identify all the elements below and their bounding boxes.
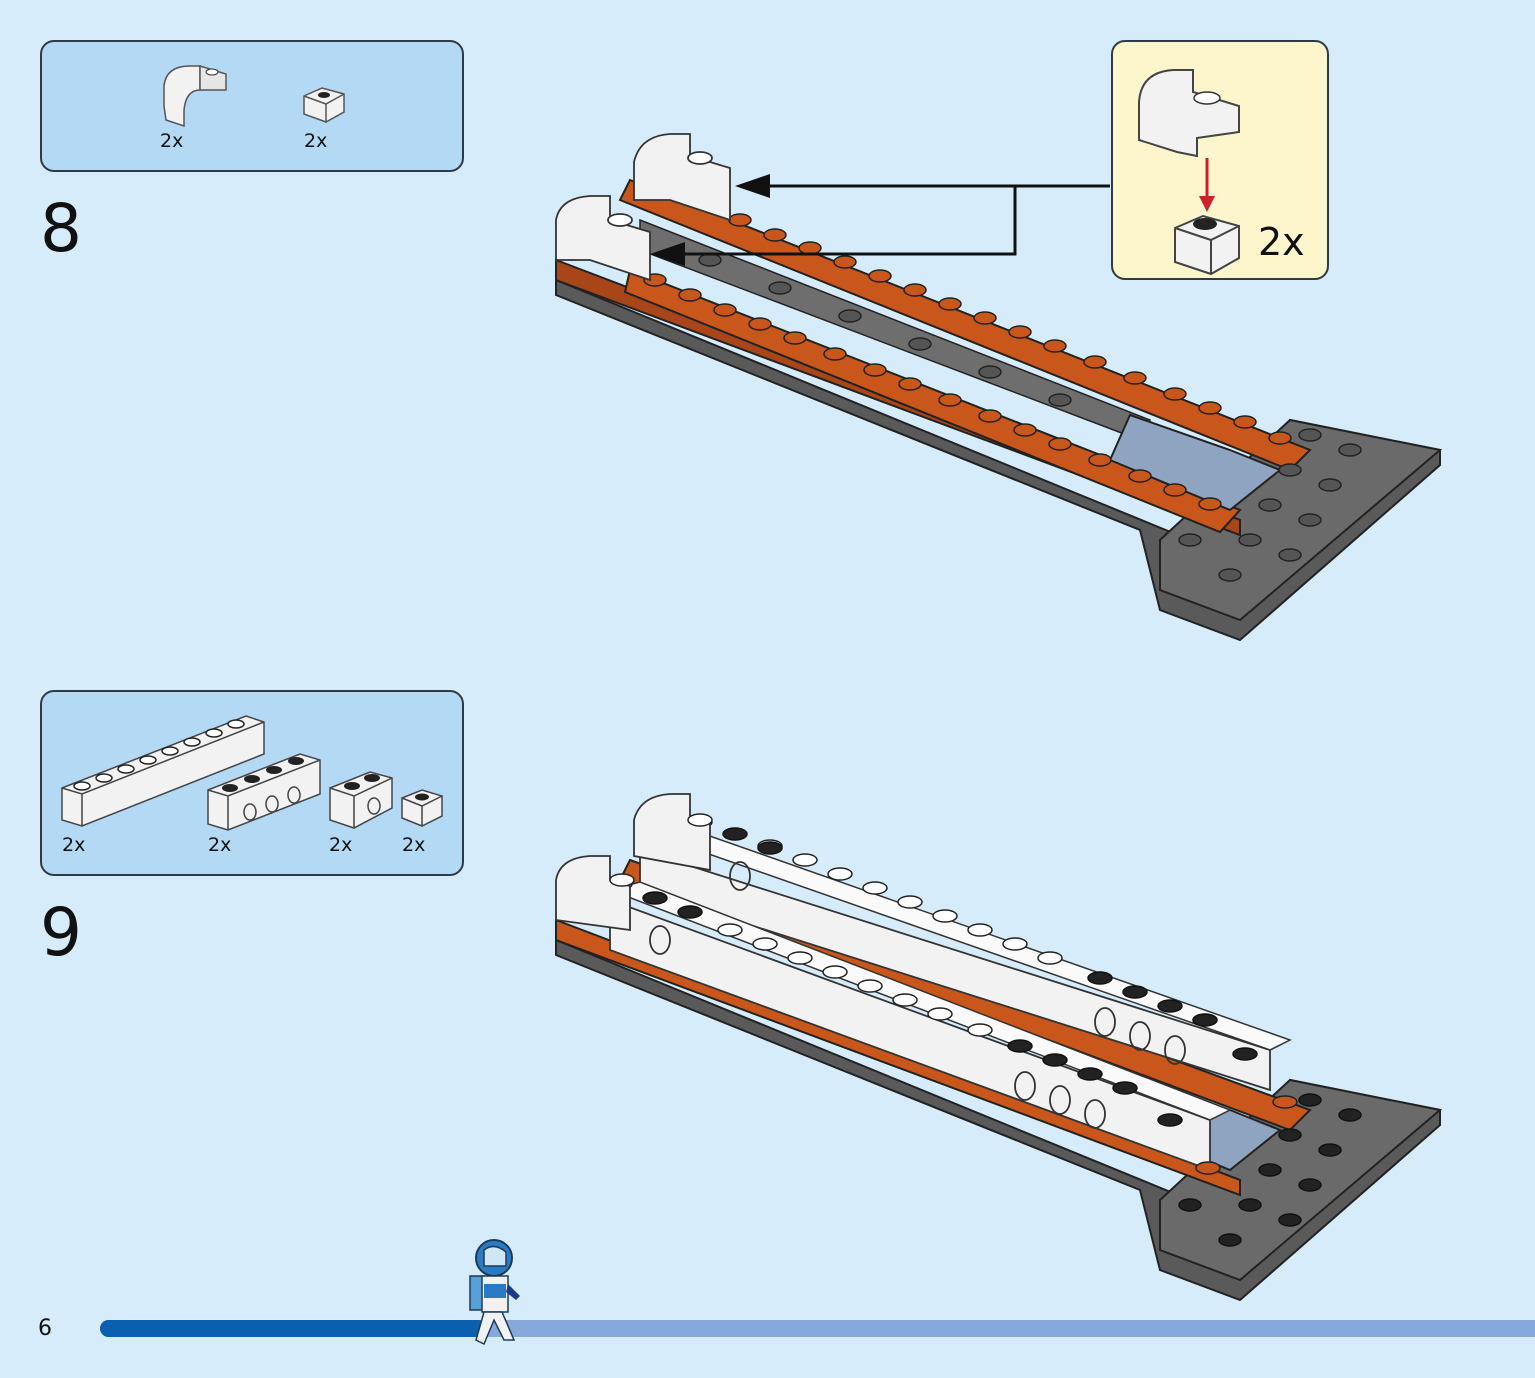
- progress-bar: [100, 1320, 1535, 1337]
- brick-1x8-icon: [61, 715, 265, 827]
- step-9-part-2-qty: 2x: [208, 834, 232, 856]
- progress-fill: [100, 1320, 488, 1337]
- step-9-part-4-qty: 2x: [402, 834, 426, 856]
- white-slope-brick-front: [555, 195, 651, 282]
- astronaut-icon: [469, 1239, 520, 1346]
- step-9-parts-box: 2x 2x 2x 2x: [40, 690, 464, 876]
- slope-on-brick-icon: [1138, 69, 1240, 276]
- brick-1x1-icon: [401, 789, 443, 827]
- blue-tile: [1108, 413, 1282, 512]
- placement-arrows: [660, 184, 1110, 256]
- step-8-model: [555, 133, 1443, 642]
- step-9-model: [555, 793, 1443, 1302]
- callout-qty: 2x: [1258, 220, 1305, 264]
- step-8-number: 8: [40, 190, 82, 267]
- page-number: 6: [38, 1316, 52, 1341]
- step-9-number: 9: [40, 894, 82, 971]
- step-9-part-3-qty: 2x: [329, 834, 353, 856]
- step-8-callout: 2x: [1111, 40, 1329, 280]
- white-slope-brick-back: [633, 133, 731, 222]
- curved-slope-brick-icon: [163, 64, 227, 128]
- step-8-parts-box: 2x 2x: [40, 40, 464, 172]
- step-8-part-2-qty: 2x: [304, 130, 328, 152]
- step-8-part-1-qty: 2x: [160, 130, 184, 152]
- step-9-part-1-qty: 2x: [62, 834, 86, 856]
- technic-brick-1x2-icon: [329, 771, 393, 829]
- brick-1x1-icon: [303, 87, 345, 123]
- technic-brick-1x4-icon: [207, 753, 321, 831]
